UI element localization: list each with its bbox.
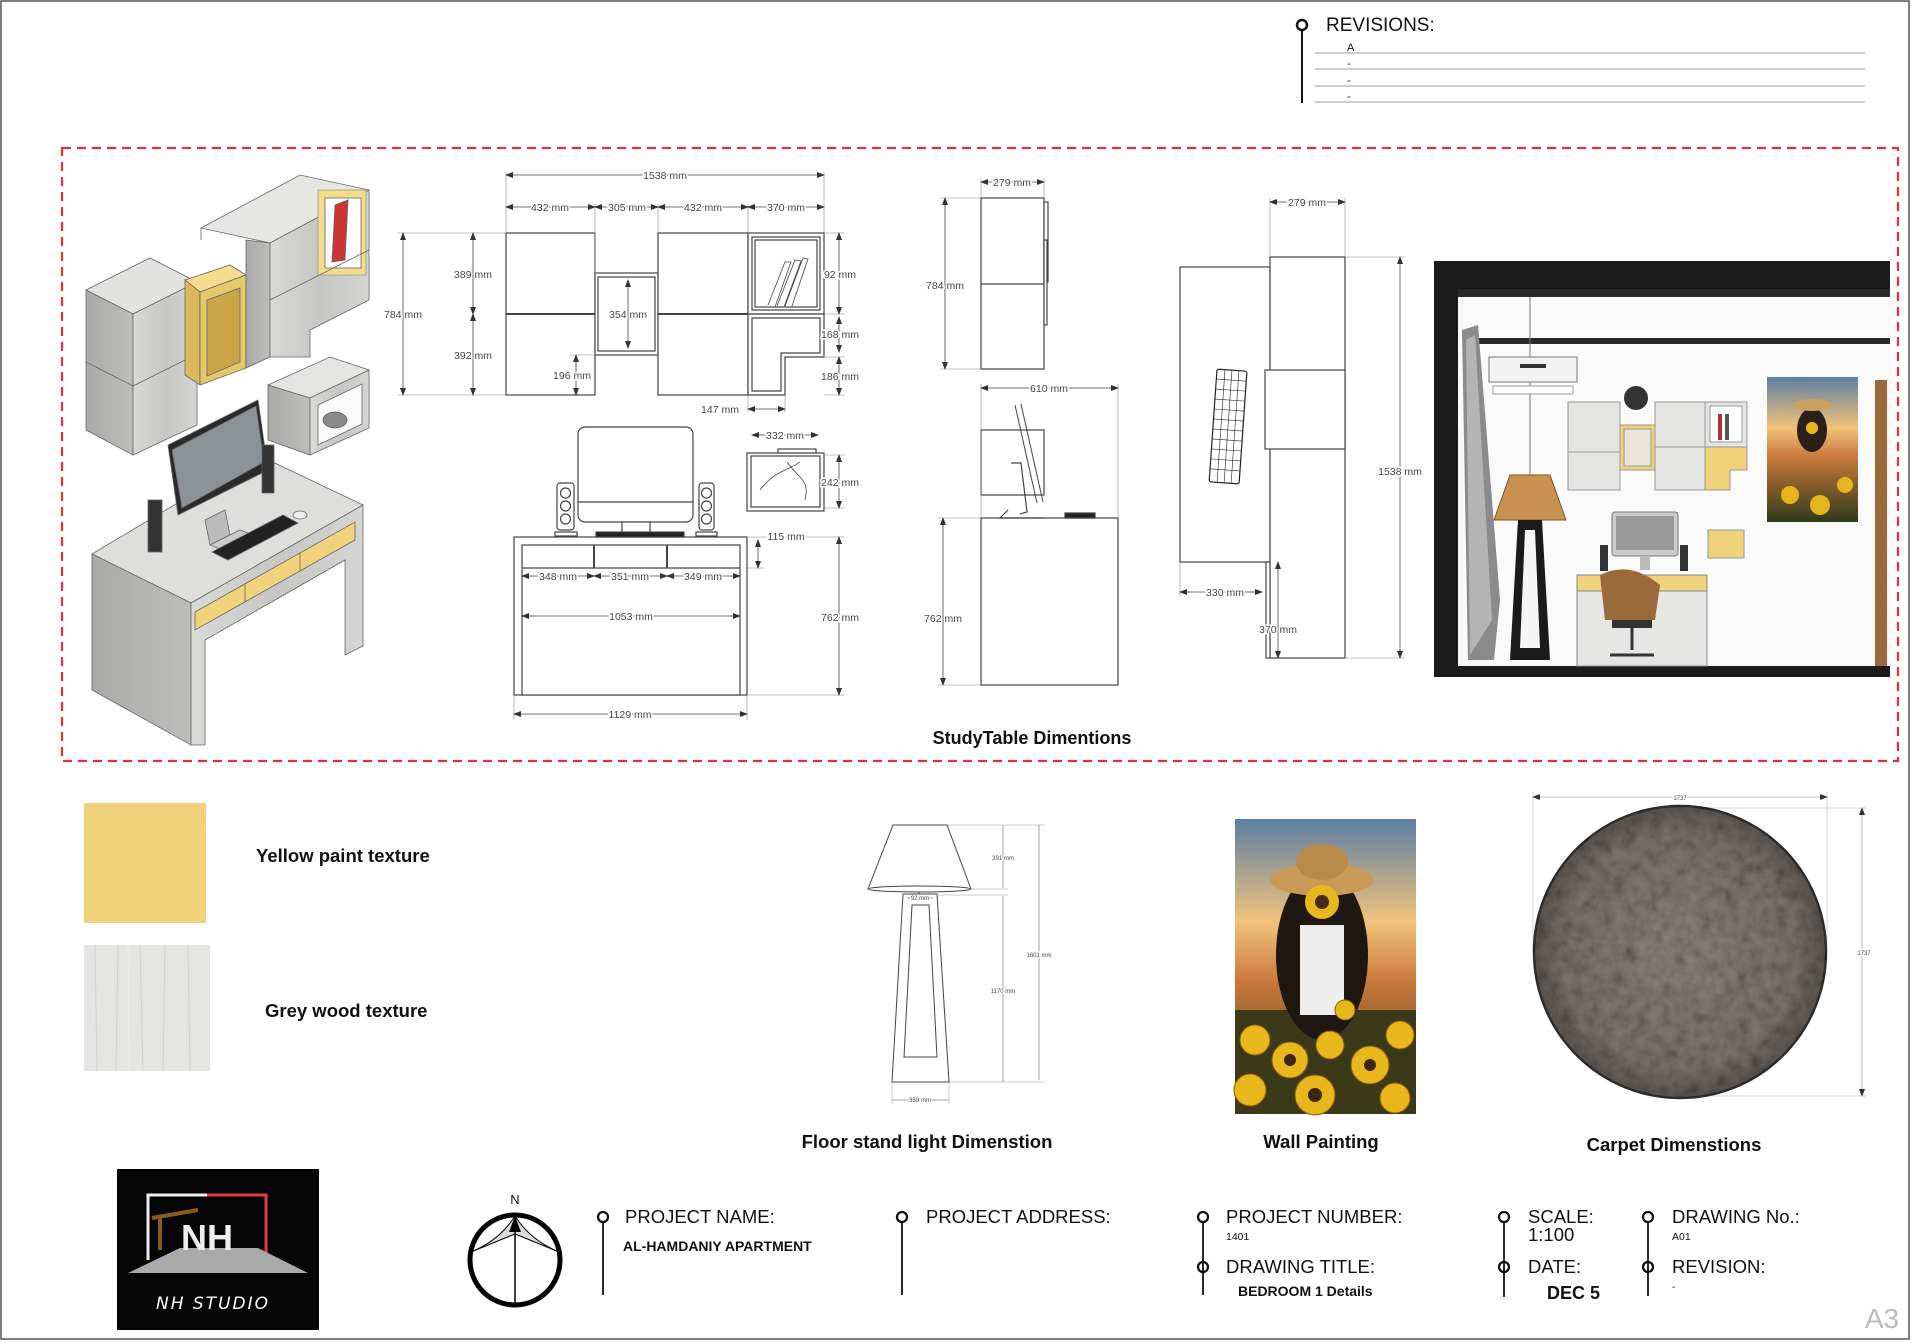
- grey-wood-swatch: [84, 945, 210, 1071]
- date-value: DEC 5: [1547, 1283, 1600, 1303]
- project-name-value: AL-HAMDANIY APARTMENT: [623, 1238, 812, 1254]
- dimension-label: 391 mm: [992, 856, 1014, 862]
- revision-value: -: [1672, 1281, 1676, 1293]
- dimension-label: 389 mm: [454, 269, 492, 281]
- materials-legend: Yellow paint texture Grey wood texture: [84, 803, 430, 1072]
- dimension-label: 115 mm: [767, 531, 804, 543]
- keyboard-icon: [1208, 368, 1248, 485]
- north-arrow-icon: N: [467, 1192, 563, 1308]
- dimension-label: 432 mm: [684, 202, 722, 214]
- speaker-icon: [695, 482, 718, 537]
- dimension-label: 392 mm: [454, 350, 492, 362]
- carpet-height-dim: 1737: [1857, 951, 1871, 957]
- dimension-label: 1053 mm: [609, 611, 653, 623]
- yellow-paint-label: Yellow paint texture: [256, 845, 430, 866]
- drawing-title-value: BEDROOM 1 Details: [1238, 1283, 1373, 1299]
- north-label: N: [510, 1192, 519, 1207]
- revision-entry: -: [1347, 58, 1351, 70]
- dimension-label: 332 mm: [766, 430, 804, 442]
- grey-wood-label: Grey wood texture: [265, 1000, 427, 1021]
- plan-view: [1179, 198, 1405, 659]
- title-block: PROJECT NAME: AL-HAMDANIY APARTMENT PROJ…: [596, 1206, 1899, 1334]
- carpet-label: Carpet Dimenstions: [1587, 1134, 1762, 1155]
- floor-lamp-label: Floor stand light Dimenstion: [802, 1131, 1053, 1152]
- dimension-label: 351 mm: [611, 571, 649, 583]
- carpet-drawing: 1737 1737: [1532, 792, 1872, 1100]
- sheet-size-label: A3: [1865, 1303, 1899, 1334]
- dimension-label: 1170 mm: [991, 989, 1016, 995]
- drawing-title-label: DRAWING TITLE:: [1226, 1256, 1375, 1277]
- wall-painting-label: Wall Painting: [1263, 1131, 1378, 1152]
- project-number-value: 1401: [1226, 1231, 1250, 1243]
- yellow-paint-swatch: [84, 803, 206, 923]
- revision-entry: A: [1347, 42, 1355, 54]
- study-table-title: StudyTable Dimentions: [933, 728, 1132, 748]
- dimension-label: 147 mm: [701, 404, 739, 416]
- drawing-no-value: A01: [1672, 1231, 1691, 1243]
- dimension-label: 784 mm: [926, 280, 964, 292]
- dimension-label: 279 mm: [1288, 197, 1326, 209]
- dimension-label: 348 mm: [539, 571, 577, 583]
- dimension-label: 784 mm: [384, 309, 422, 321]
- project-name-label: PROJECT NAME:: [625, 1206, 775, 1227]
- wall-painting: [1233, 819, 1416, 1116]
- dimension-label: 370 mm: [1259, 624, 1297, 636]
- dimension-label: 305 mm: [608, 202, 646, 214]
- scale-value: 1:100: [1528, 1224, 1574, 1245]
- scale-label: SCALE:: [1528, 1206, 1594, 1227]
- revision-entry: -: [1347, 75, 1351, 87]
- dimension-label: 359 mm: [909, 1098, 931, 1104]
- drawing-no-label: DRAWING No.:: [1672, 1206, 1800, 1227]
- dimension-label: 432 mm: [531, 202, 569, 214]
- dimension-label: 370 mm: [767, 202, 805, 214]
- revisions-block: REVISIONS: A - - -: [1295, 15, 1865, 103]
- isometric-render: [85, 174, 371, 746]
- dimension-label: 762 mm: [821, 612, 859, 624]
- date-label: DATE:: [1528, 1256, 1581, 1277]
- revision-label: REVISION:: [1672, 1256, 1766, 1277]
- revisions-label: REVISIONS:: [1326, 15, 1435, 36]
- dimension-label: 354 mm: [609, 309, 647, 321]
- dimension-label: 196 mm: [553, 370, 591, 382]
- dimension-label: 279 mm: [993, 177, 1031, 189]
- dimension-label: 1538 mm: [643, 170, 687, 182]
- study-table-frame: [60, 146, 1900, 763]
- dimension-label: 92 mm: [824, 269, 856, 281]
- pin-icon: [1295, 18, 1309, 32]
- logo-letters: NH: [181, 1217, 233, 1258]
- dimension-label: 330 mm: [1206, 587, 1244, 599]
- revision-entry: -: [1347, 91, 1351, 103]
- room-render: [1434, 261, 1890, 677]
- dimension-label: 762 mm: [924, 613, 962, 625]
- carpet-width-dim: 1737: [1673, 796, 1687, 802]
- side-elevation: [938, 178, 1119, 686]
- dimension-label: 168 mm: [821, 329, 859, 341]
- floor-lamp-drawing: [867, 824, 1045, 1104]
- dimension-lines: 1538 mm 432 mm 305 mm 432 mm 370 mm 784 mm 389…: [383, 169, 1424, 1106]
- dimension-label: 1129 mm: [609, 709, 652, 721]
- logo-text: NH STUDIO: [156, 1294, 270, 1314]
- project-number-label: PROJECT NUMBER:: [1226, 1206, 1402, 1227]
- desk-elevation: [513, 426, 845, 720]
- nh-studio-logo: NH NH STUDIO: [117, 1169, 319, 1330]
- project-address-label: PROJECT ADDRESS:: [926, 1206, 1111, 1227]
- dimension-label: 349 mm: [684, 571, 722, 583]
- dimension-label: 186 mm: [821, 371, 859, 383]
- dimension-label: 610 mm: [1030, 383, 1068, 395]
- dimension-label: 1601 mm: [1026, 953, 1051, 959]
- speaker-icon: [554, 482, 578, 537]
- dimension-label: 242 mm: [821, 477, 859, 489]
- dimension-label: 1538 mm: [1378, 466, 1422, 478]
- dimension-label: 92 mm: [911, 896, 929, 902]
